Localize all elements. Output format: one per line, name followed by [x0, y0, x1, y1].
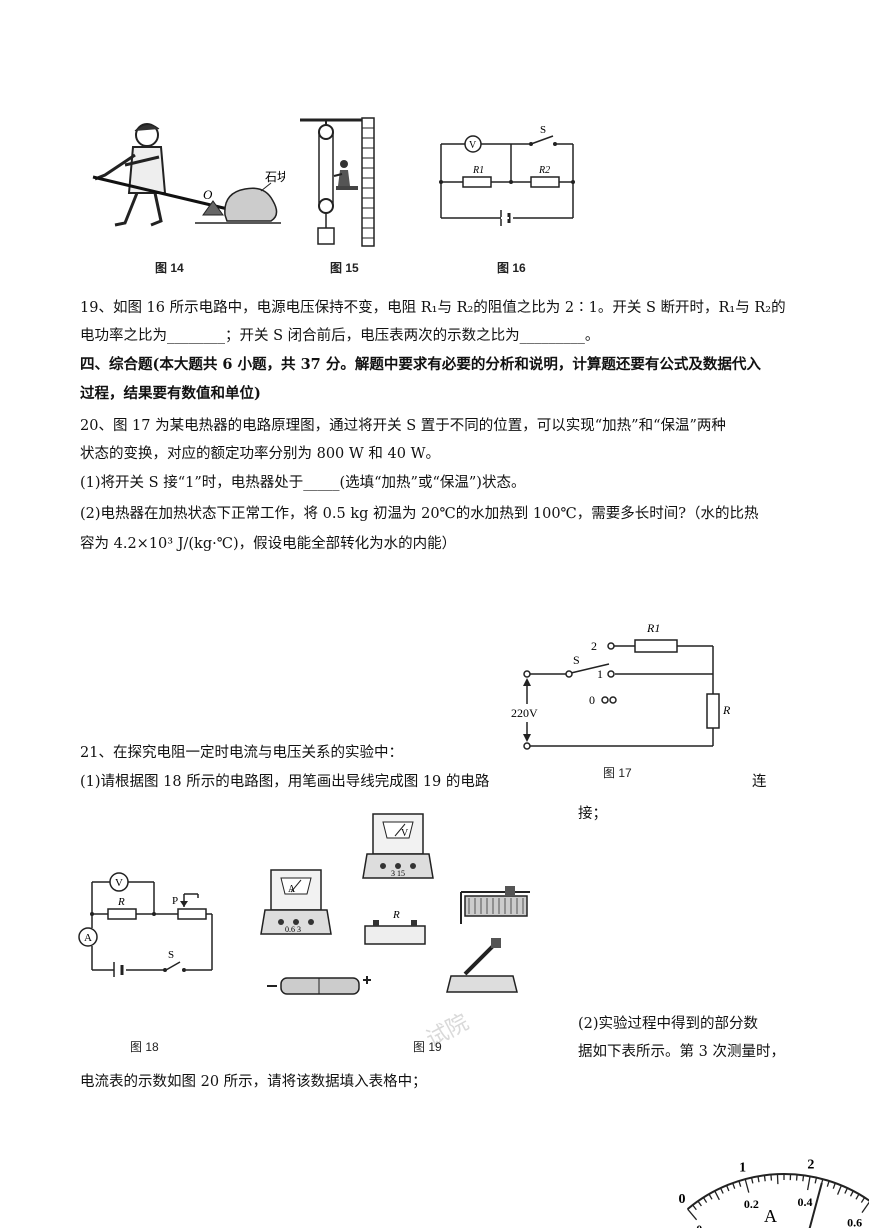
fig18-slider-label: P	[172, 895, 178, 907]
q21-part-1-end: 接；	[578, 806, 607, 822]
figure-18-circuit: V A R P S	[78, 872, 213, 977]
q21-intro: 21、在探究电阻一定时电流与电压关系的实验中：	[80, 745, 403, 761]
dial-ticks	[687, 1174, 869, 1221]
fig17-r1-label: R1	[646, 621, 660, 635]
dial-tick	[844, 1187, 848, 1194]
dial-tick	[855, 1193, 860, 1200]
fig19-resistor: R	[364, 909, 426, 945]
dial-top-tick-label-0: 0	[678, 1192, 685, 1207]
fig19-voltmeter-label: V	[401, 828, 409, 839]
dial-tick	[702, 1197, 708, 1203]
dial-tick	[802, 1175, 805, 1182]
fig18-switch-label: S	[168, 949, 174, 961]
dial-tick	[763, 1175, 766, 1182]
dial-tick	[744, 1178, 750, 1193]
dial-tick	[732, 1182, 736, 1189]
figure-19-caption: 图 19	[413, 1040, 442, 1054]
fig16-switch-label: S	[540, 124, 546, 136]
dial-tick	[860, 1197, 866, 1203]
section-4-heading-line-1: 四、综合题(本大题共 6 小题，共 37 分。解题中要求有必要的分析和说明，计算…	[80, 356, 761, 373]
q20-part-1: (1)将开关 S 接“1”时，电热器处于_____(选填“加热”或“保温”)状态…	[80, 475, 526, 491]
fig19-ammeter-label: A	[288, 884, 296, 895]
pivot-label: O	[203, 187, 213, 202]
dial-unit-label: A	[764, 1206, 777, 1226]
q21-part-2-line-1: (2)实验过程中得到的部分数	[578, 1016, 759, 1032]
figure-20-ammeter-dial: 0 1 2 3 0 0.2 0.4 0.6 A	[678, 1157, 869, 1228]
fig16-r1-label: R1	[472, 165, 484, 176]
dial-top-tick-label-1: 1	[739, 1160, 746, 1175]
dial-tick	[708, 1193, 713, 1200]
dial-tick	[861, 1201, 869, 1213]
dial-tick	[714, 1190, 720, 1201]
figure-17-caption: 图 17	[603, 766, 632, 780]
dial-tick	[770, 1174, 773, 1181]
figure-14-lever-illustration: O 石块	[92, 123, 285, 227]
section-4-heading-line-2: 过程，结果要有数值和单位)	[80, 385, 261, 402]
fig17-voltage-label: 220V	[511, 706, 538, 720]
figure-17-circuit: R1 R2 S 2 1 0 220V	[511, 621, 730, 750]
dial-tick	[697, 1200, 702, 1207]
fig17-position-1: 1	[597, 667, 603, 681]
dial-tick	[692, 1204, 697, 1211]
fig19-rheostat	[460, 886, 530, 924]
figure-15-pulley-illustration	[300, 117, 375, 247]
q20-part-2-line-1: (2)电热器在加热状态下正常工作，将 0.5 kg 初温为 20℃的水加热到 1…	[80, 506, 759, 522]
dial-bottom-tick-label-2: 0.4	[798, 1195, 813, 1209]
dial-tick	[738, 1180, 742, 1187]
stone-label: 石块	[265, 170, 285, 184]
dial-bottom-tick-label-1: 0.2	[744, 1197, 759, 1211]
dial-tick	[849, 1190, 854, 1197]
dial-tick	[826, 1180, 830, 1187]
fig19-voltmeter: V 3 15	[362, 813, 434, 879]
q21-part-1-text: (1)请根据图 18 所示的电路图，用笔画出导线完成图 19 的电路	[80, 774, 490, 790]
fig17-position-2: 2	[591, 639, 597, 653]
fig18-resistor-label: R	[117, 896, 125, 908]
dial-tick	[720, 1187, 724, 1194]
figure-19-apparatus: V 3 15 A 0.6 3 R	[260, 813, 530, 1048]
figure-15-caption: 图 15	[330, 261, 359, 275]
figure-14-caption: 图 14	[155, 261, 184, 275]
fig19-ammeter: A 0.6 3	[260, 869, 332, 935]
q20-line-1: 20、图 17 为某电热器的电路原理图，通过将开关 S 置于不同的位置，可以实现…	[80, 418, 726, 434]
dial-top-tick-label-2: 2	[807, 1157, 814, 1172]
fig19-ammeter-terminals: 0.6 3	[285, 925, 301, 934]
dial-bottom-tick-label-0: 0	[696, 1222, 702, 1228]
dial-tick	[757, 1176, 760, 1183]
dial-bottom-tick-label-3: 0.6	[847, 1215, 862, 1228]
dial-tick	[814, 1177, 818, 1184]
figure-16-caption: 图 16	[497, 261, 526, 275]
q21-part-2-line-2: 据如下表所示。第 3 次测量时，	[578, 1044, 785, 1060]
dial-arc	[686, 1173, 869, 1210]
fig17-switch-label: S	[573, 653, 580, 667]
fig19-battery	[267, 976, 371, 995]
q20-line-2: 状态的变换，对应的额定功率分别为 800 W 和 40 W。	[80, 446, 440, 462]
q19-line-1: 19、如图 16 所示电路中，电源电压保持不变，电阻 R₁与 R₂的阻值之比为 …	[80, 300, 786, 316]
q21-part-2-line-3: 电流表的示数如图 20 所示，请将该数据填入表格中；	[80, 1074, 427, 1090]
q21-part-1-connect: 连	[752, 774, 767, 790]
fig19-resistor-label: R	[392, 909, 400, 921]
fig18-ammeter-label: A	[84, 932, 92, 944]
dial-tick	[836, 1185, 843, 1195]
dial-needle	[808, 1182, 823, 1228]
fig19-switch	[446, 938, 518, 993]
dial-tick	[832, 1182, 836, 1189]
dial-tick	[795, 1174, 798, 1181]
fig16-voltmeter-label: V	[469, 140, 477, 151]
fig17-position-0: 0	[589, 693, 595, 707]
fig17-r2-label: R2	[722, 703, 730, 717]
fig19-voltmeter-terminals: 3 15	[391, 869, 405, 878]
q19-line-2: 电功率之比为________；开关 S 闭合前后，电压表两次的示数之比为____…	[80, 328, 600, 344]
dial-tick	[725, 1185, 730, 1192]
dial-tick	[687, 1208, 698, 1221]
dial-tick	[806, 1176, 811, 1191]
fig18-voltmeter-label: V	[115, 877, 123, 889]
dial-tick	[750, 1177, 754, 1184]
fig16-r2-label: R2	[538, 165, 550, 176]
q20-part-2-line-2: 容为 4.2×10³ J/(kg·℃)，假设电能全部转化为水的内能）	[80, 536, 457, 552]
figure-18-caption: 图 18	[130, 1040, 159, 1054]
figure-16-circuit: V S R1 R2	[439, 124, 575, 226]
